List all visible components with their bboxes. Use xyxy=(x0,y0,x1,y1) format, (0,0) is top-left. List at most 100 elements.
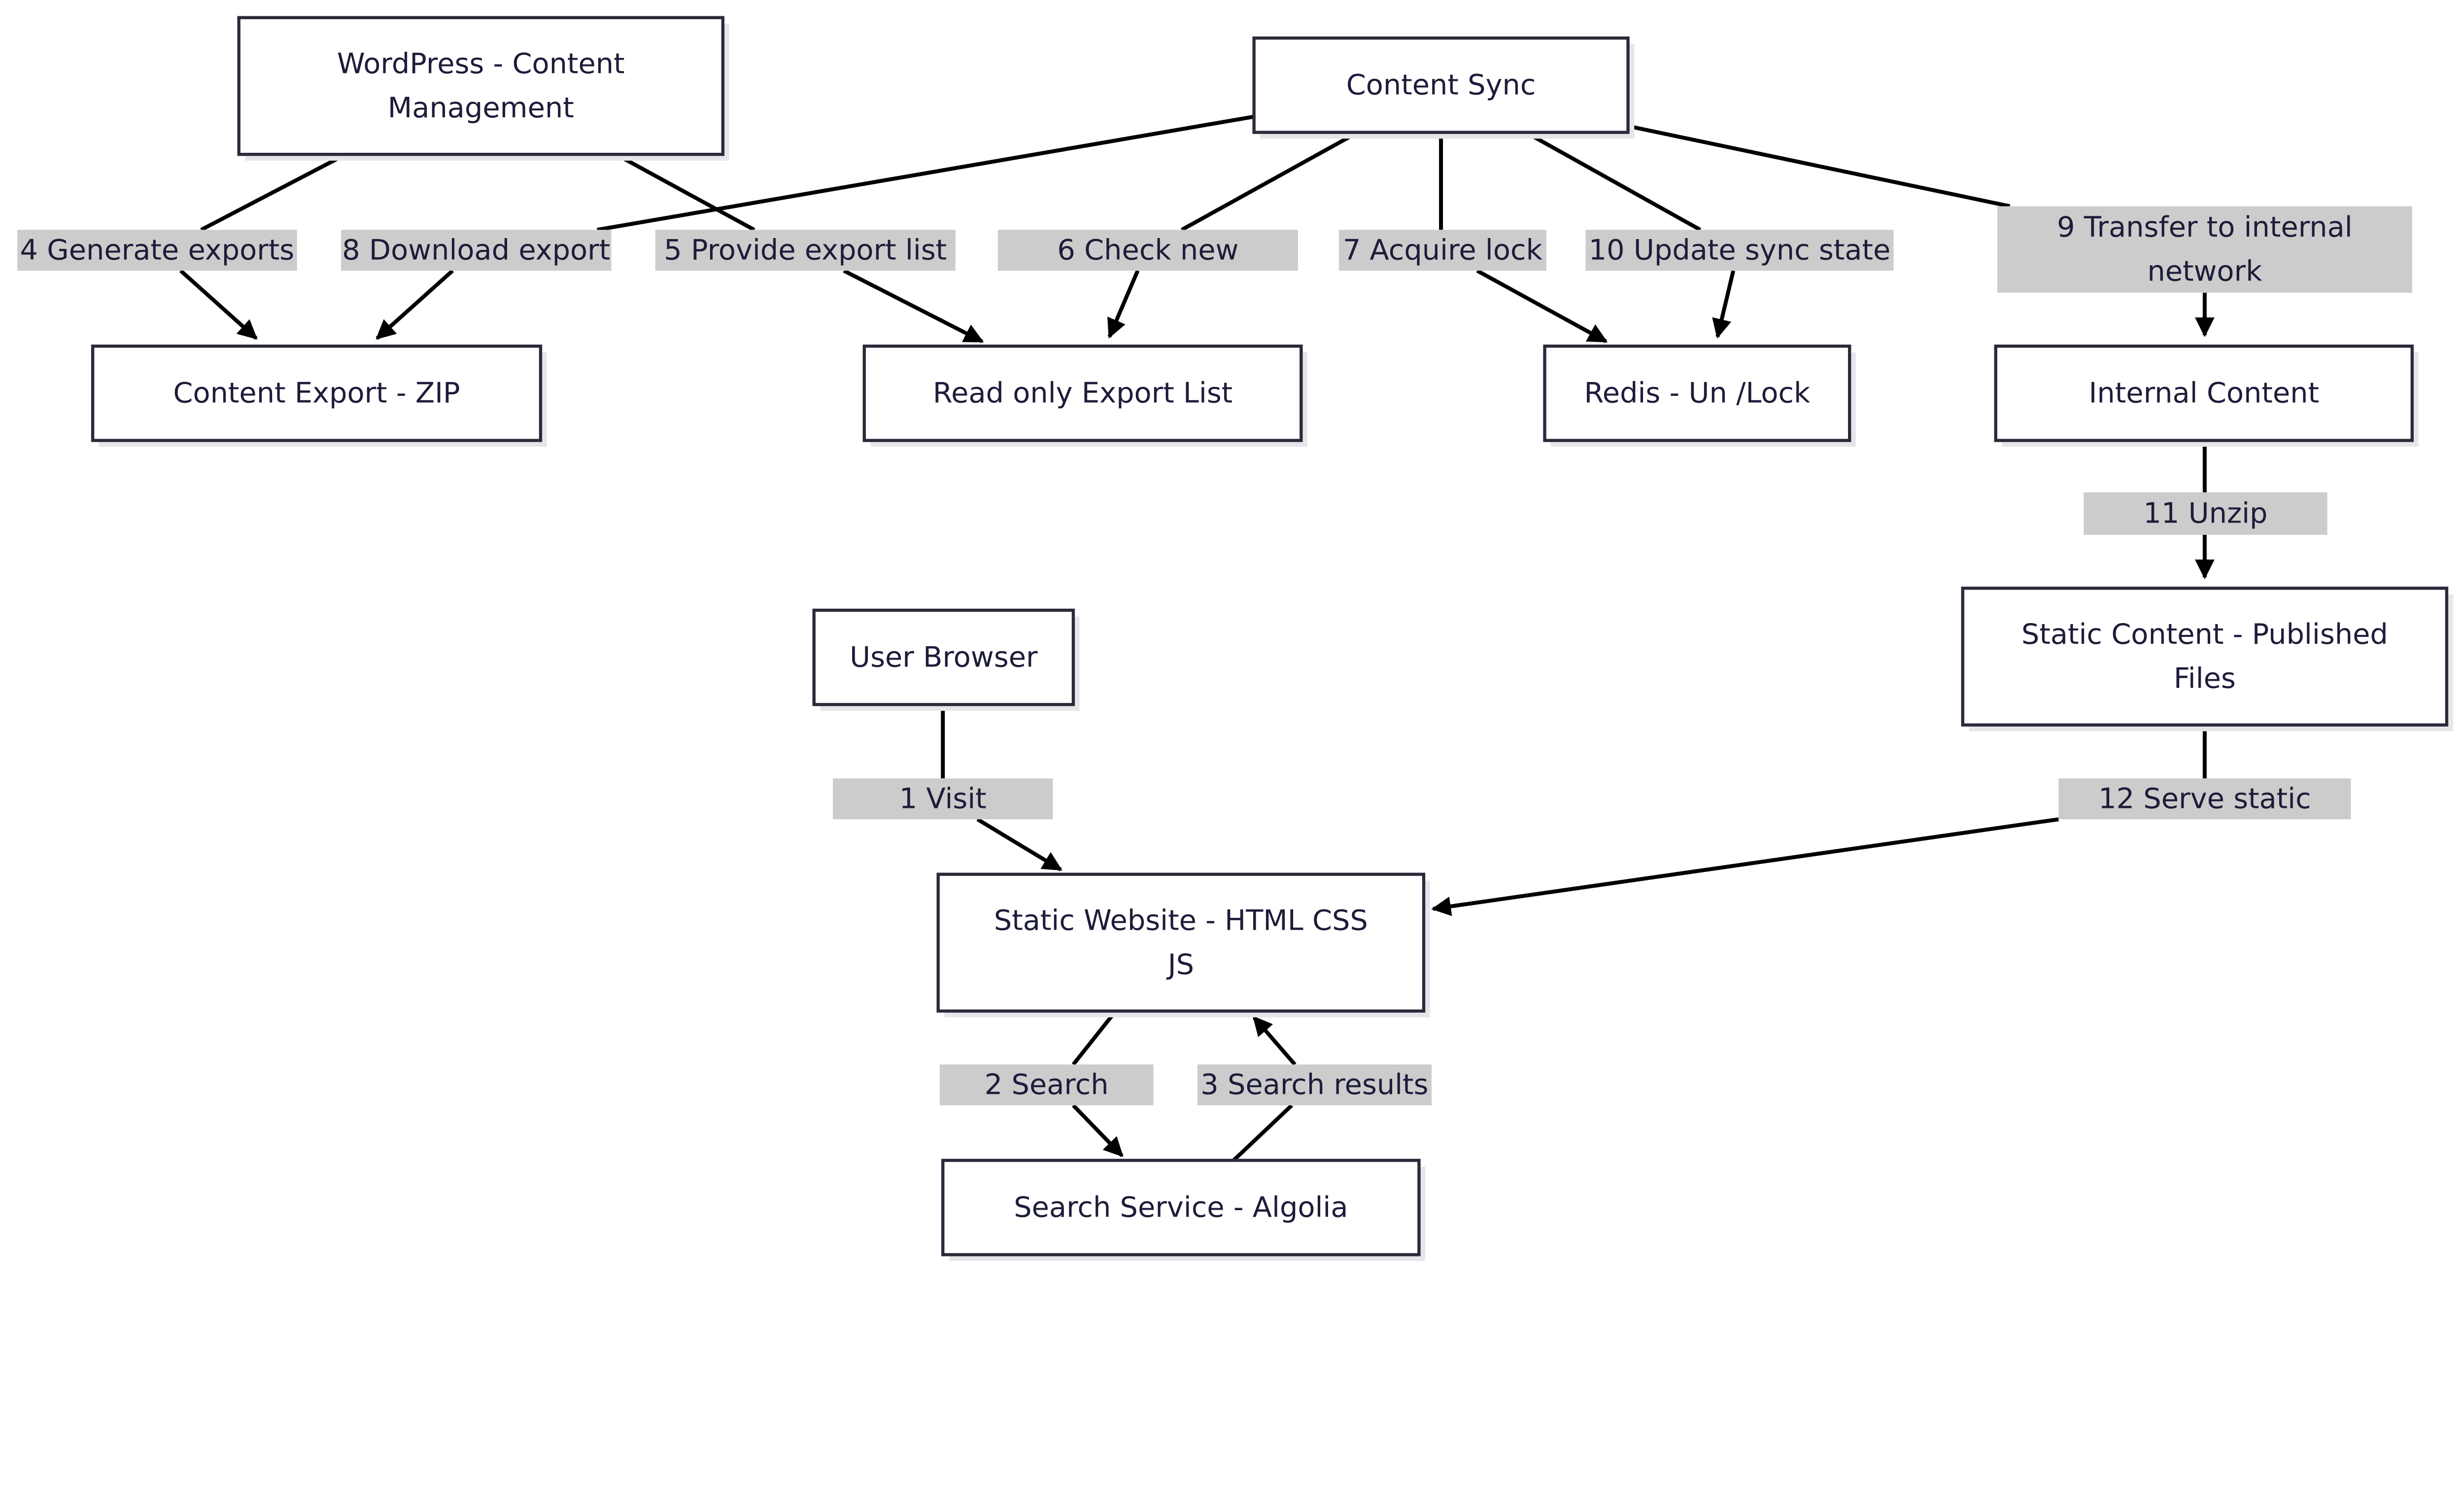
node-label: User Browser xyxy=(850,640,1038,673)
node-label: Static Content - Published xyxy=(2021,618,2388,651)
node-label: JS xyxy=(1166,948,1194,981)
edge-arrow xyxy=(1431,817,2059,916)
node-box xyxy=(941,1158,1421,1257)
flow-diagram: 4 Generate exports 8 Download export 5 Pro… xyxy=(17,16,2453,1261)
edge-label-text: 7 Acquire lock xyxy=(1343,233,1543,266)
edge-label-text: 8 Download export xyxy=(342,233,610,266)
edge-arrow xyxy=(1476,269,1608,344)
edge-label: 5 Provide export list xyxy=(655,230,956,271)
node-box xyxy=(936,873,1426,1013)
edge-label-background xyxy=(1197,1064,1432,1106)
edge-label-text: 11 Unzip xyxy=(2143,497,2267,530)
edge-label-text: 1 Visit xyxy=(899,782,987,815)
edge-label-background xyxy=(2084,492,2327,535)
edge-line xyxy=(200,152,347,232)
edge-line xyxy=(597,114,1255,232)
edge-arrow xyxy=(1107,270,1140,339)
edge-arrow xyxy=(179,269,258,340)
node-user-browser: User Browser xyxy=(812,608,1080,711)
edge-label: 2 Search xyxy=(939,1064,1154,1106)
edge-static-content-to-static-website xyxy=(1431,725,2207,916)
edge-static-website-to-search-service xyxy=(1071,1010,1124,1157)
edge-arrow xyxy=(1712,270,1736,339)
node-label: Redis - Un /Lock xyxy=(1584,377,1811,410)
edge-arrow xyxy=(976,817,1062,872)
edge-label: 6 Check new xyxy=(997,230,1298,271)
node-redis-lock: Redis - Un /Lock xyxy=(1543,345,1856,447)
edge-label: 12 Serve static xyxy=(2058,778,2351,820)
edge-label: 8 Download export xyxy=(341,230,612,271)
edge-line xyxy=(1525,131,1702,232)
edge-label: 3 Search results xyxy=(1197,1064,1432,1106)
node-content-sync: Content Sync xyxy=(1252,36,1635,139)
edge-content-sync-to-content-export-zip xyxy=(376,114,1255,340)
node-box xyxy=(237,16,725,156)
edge-content-sync-to-redis-lock xyxy=(1439,132,1608,344)
node-box xyxy=(812,608,1075,706)
node-box xyxy=(91,345,543,442)
edge-label-background xyxy=(1338,230,1546,271)
node-label: Management xyxy=(388,91,574,124)
edge-label-background xyxy=(2058,778,2351,820)
edge-content-sync-to-redis-lock xyxy=(1525,131,1736,339)
edge-label-text: 5 Provide export list xyxy=(664,233,947,266)
edge-wordpress-to-content-export-zip xyxy=(179,152,347,340)
edge-label: 4 Generate exports xyxy=(17,230,297,271)
node-box xyxy=(862,345,1303,442)
edge-label-background xyxy=(17,230,297,271)
node-box xyxy=(1543,345,1851,442)
node-label: Static Website - HTML CSS xyxy=(994,904,1368,937)
edges-layer xyxy=(179,114,2215,1162)
edge-label-background xyxy=(997,230,1298,271)
edge-label-background xyxy=(655,230,956,271)
edge-label-text: 2 Search xyxy=(985,1068,1109,1101)
edge-label-background xyxy=(939,1064,1154,1106)
edge-arrow xyxy=(1252,1015,1297,1066)
edge-content-sync-to-read-only-export-list xyxy=(1107,131,1359,339)
edge-line xyxy=(1627,124,2011,209)
edge-line xyxy=(615,152,755,232)
edge-label-text: 3 Search results xyxy=(1200,1068,1428,1101)
edge-arrow xyxy=(376,269,454,340)
edge-arrow xyxy=(1072,1104,1124,1157)
node-box xyxy=(1994,345,2414,442)
edge-label-text: 9 Transfer to internal xyxy=(2057,210,2353,244)
node-label: Content Sync xyxy=(1346,69,1536,102)
edge-label-background xyxy=(1585,230,1894,271)
node-box xyxy=(1252,36,1630,134)
node-label: WordPress - Content xyxy=(337,47,625,80)
node-label: Read only Export List xyxy=(933,377,1232,410)
node-label: Files xyxy=(2174,662,2236,695)
node-search-service: Search Service - Algolia xyxy=(941,1158,1426,1261)
edge-label: 10 Update sync state xyxy=(1585,230,1894,271)
node-read-only-export-list: Read only Export List xyxy=(862,345,1308,447)
edge-label: 1 Visit xyxy=(833,778,1053,820)
edge-search-service-to-static-website xyxy=(1232,1015,1297,1162)
edge-content-sync-to-internal-content xyxy=(1627,124,2215,337)
edge-label: 7 Acquire lock xyxy=(1338,230,1546,271)
edge-line xyxy=(1181,131,1359,232)
edge-label-text: 12 Serve static xyxy=(2098,782,2311,815)
edge-label-background xyxy=(341,230,612,271)
edge-line xyxy=(1071,1010,1118,1066)
edge-label-background xyxy=(833,778,1053,820)
node-content-export-zip: Content Export - ZIP xyxy=(91,345,547,447)
node-box xyxy=(1961,587,2449,727)
edge-user-browser-to-static-website xyxy=(941,704,1062,872)
edge-label-text: 10 Update sync state xyxy=(1589,233,1891,266)
edge-line xyxy=(1232,1104,1293,1162)
edge-wordpress-to-read-only-export-list xyxy=(615,152,984,344)
node-static-website: Static Website - HTML CSS JS xyxy=(936,873,1430,1017)
node-label: Internal Content xyxy=(2088,377,2319,410)
edge-label-background xyxy=(1997,206,2412,293)
node-label: Content Export - ZIP xyxy=(173,377,460,410)
node-label: Search Service - Algolia xyxy=(1014,1190,1348,1223)
edge-label: 11 Unzip xyxy=(2084,492,2327,535)
node-internal-content: Internal Content xyxy=(1994,345,2419,447)
edge-labels-layer: 4 Generate exports 8 Download export 5 Pro… xyxy=(17,206,2412,1106)
edge-label-text: 6 Check new xyxy=(1057,233,1238,266)
edge-label-text: network xyxy=(2147,255,2262,288)
